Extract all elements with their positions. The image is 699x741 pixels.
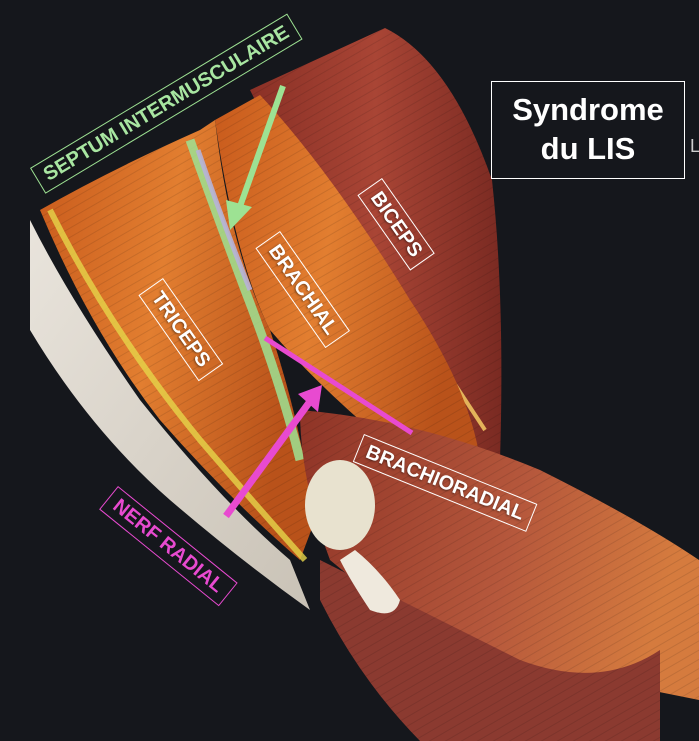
title-line-2: du LIS <box>540 131 636 166</box>
title-line-1: Syndrome <box>512 92 664 128</box>
nerf-radial-arrow <box>223 385 322 519</box>
title-box: Syndrome du LIS <box>491 81 685 179</box>
skin-region <box>30 220 310 610</box>
septum-band <box>185 138 305 462</box>
radial-nerve <box>263 335 414 436</box>
septum-arrow <box>226 84 286 230</box>
edge-glyph: L <box>690 136 699 156</box>
epicondyle-bone <box>305 460 375 550</box>
